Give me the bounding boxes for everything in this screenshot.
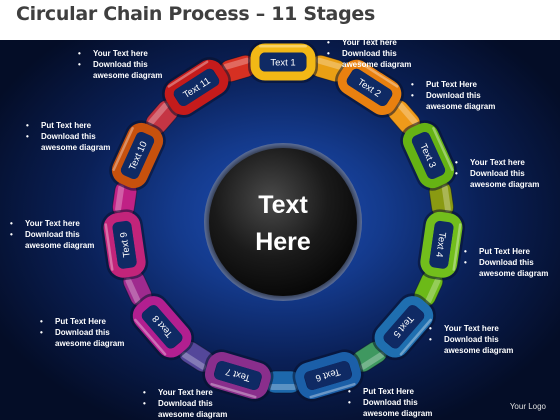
note-line: Download this [427, 334, 549, 345]
center-text-line-2: Here [255, 228, 311, 256]
note-line: awesome diagram [158, 410, 228, 419]
note-line: Download this [141, 398, 263, 409]
note-line: Your Text here [325, 37, 447, 48]
chain-link-stage-3: Text 3 [400, 120, 457, 191]
center-disc: Text Here [204, 143, 362, 301]
note-line: awesome diagram [363, 409, 433, 418]
note-line: Put Text Here [346, 386, 468, 397]
note-line: Your Text here [427, 323, 549, 334]
stage-note-3: Your Text here Download this awesome dia… [453, 157, 560, 190]
stage-label: Text 1 [270, 58, 295, 69]
note-line: Your Text here [8, 218, 130, 229]
chain-link-stage-2: Text 2 [335, 57, 404, 118]
center-text-line-1: Text [258, 191, 308, 219]
note-line: Download this [346, 397, 468, 408]
note-line: awesome diagram [25, 241, 95, 250]
note-line: awesome diagram [342, 60, 412, 69]
note-line: Put Text Here [462, 246, 560, 257]
note-line: Download this [462, 257, 560, 268]
stage-note-9: Your Text here Download this awesome dia… [8, 218, 130, 251]
stage-note-5: Your Text here Download this awesome dia… [427, 323, 549, 356]
stage-note-4: Put Text Here Download this awesome diag… [462, 246, 560, 279]
stage-note-6: Put Text Here Download this awesome diag… [346, 386, 468, 419]
stage-note-11: Your Text here Download this awesome dia… [76, 48, 198, 81]
stage-note-1: Your Text here Download this awesome dia… [325, 37, 447, 70]
note-line: Download this [24, 131, 146, 142]
note-line: awesome diagram [470, 180, 540, 189]
note-line: Put Text Here [409, 79, 531, 90]
note-line: Download this [76, 59, 198, 70]
chain-link-stage-1: Text 1 [248, 41, 318, 83]
note-line: awesome diagram [41, 143, 111, 152]
stage-note-10: Put Text here Download this awesome diag… [24, 120, 146, 153]
logo-placeholder: Your Logo [509, 402, 546, 411]
chain-link-stage-10: Text 10 [109, 120, 166, 191]
note-line: Download this [325, 48, 447, 59]
note-line: awesome diagram [479, 269, 549, 278]
chain-link-stage-11: Text 11 [162, 57, 231, 118]
note-line: Download this [38, 327, 160, 338]
note-line: awesome diagram [93, 71, 163, 80]
chain-link-stage-6: Text 6 [292, 349, 364, 402]
center-disc-face [209, 148, 357, 296]
stage-note-2: Put Text Here Download this awesome diag… [409, 79, 531, 112]
note-line: awesome diagram [444, 346, 514, 355]
note-line: Your Text here [453, 157, 560, 168]
stage-label: Text 4 [433, 231, 448, 258]
note-line: Your Text here [141, 387, 263, 398]
note-line: awesome diagram [55, 339, 125, 348]
note-line: Download this [453, 168, 560, 179]
note-line: Download this [409, 90, 531, 101]
note-line: Put Text here [24, 120, 146, 131]
note-line: Put Text Here [38, 316, 160, 327]
title-bar: Circular Chain Process – 11 Stages [0, 0, 560, 40]
chain-link-stage-4: Text 4 [417, 209, 465, 281]
chain-connector [263, 370, 303, 394]
chain-link-stage-5: Text 5 [371, 293, 436, 361]
stage-note-7: Your Text here Download this awesome dia… [141, 387, 263, 420]
stage-note-8: Put Text Here Download this awesome diag… [38, 316, 160, 349]
slide-title: Circular Chain Process – 11 Stages [16, 3, 375, 25]
note-line: Your Text here [76, 48, 198, 59]
note-line: awesome diagram [426, 102, 496, 111]
note-line: Download this [8, 229, 130, 240]
